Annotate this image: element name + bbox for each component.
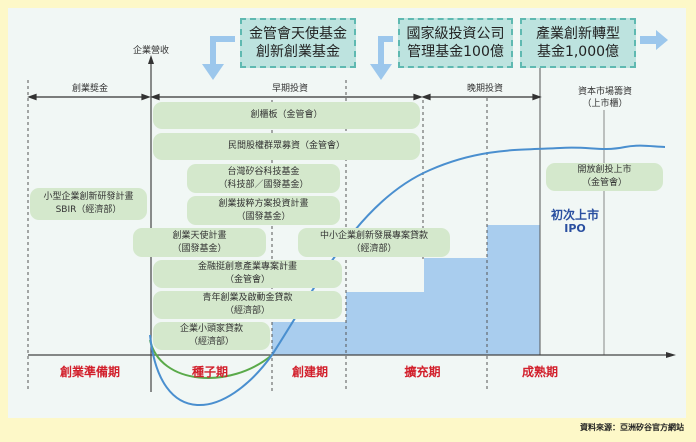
program-box: 開放創投上市（金管會） (546, 163, 663, 191)
program-box: 台灣矽谷科技基金（科技部／國發基金） (187, 164, 340, 193)
phase-prep: 創業準備期 (59, 365, 120, 379)
source-note: 資料來源：亞洲矽谷官方網站 (580, 423, 684, 432)
revenue-curve (149, 144, 666, 406)
fund-box-angel: 金管會天使基金創新創業基金 (240, 18, 356, 68)
y-axis-arrow (148, 55, 154, 64)
arrow-down-icon (202, 36, 235, 80)
program-box: 金融挺創意產業專案計畫（金管會） (153, 260, 342, 288)
arrow-down-icon (370, 36, 393, 80)
phase-mature: 成熟期 (521, 365, 558, 379)
growth-steps (272, 225, 540, 355)
program-box: 企業小頭家貸款（經濟部） (153, 322, 270, 350)
stage-early: 早期投資 (271, 84, 308, 94)
arrow-right-icon (640, 30, 668, 50)
program-box: 創業天使計畫（國發基金） (133, 228, 266, 257)
stage-capital: 資本市場籌資（上市櫃） (545, 86, 665, 110)
stage-award: 創業獎金 (71, 84, 108, 94)
phase-expansion: 擴充期 (404, 365, 441, 379)
phase-seed: 種子期 (191, 365, 228, 379)
y-axis-label: 企業營收 (132, 46, 169, 56)
fund-box-national: 國家級投資公司管理基金100億 (398, 18, 513, 68)
program-box: 青年創業及啟動金貸款（經濟部） (153, 291, 342, 319)
phase-startup: 創建期 (291, 365, 328, 379)
stage-late: 晚期投資 (466, 84, 503, 94)
program-box: 民間股權群眾募資（金管會） (153, 133, 420, 160)
program-box: 創櫃板（金管會） (153, 102, 420, 129)
program-box: 中小企業創新發展專案貸款（經濟部） (298, 228, 450, 257)
green-curve (149, 339, 273, 379)
ipo-label: 初次上市 IPO (550, 208, 599, 235)
x-axis-arrow (666, 352, 676, 358)
fund-box-industry: 產業創新轉型基金1,000億 (520, 18, 636, 68)
program-box: 創業拔粹方案投資計畫（國發基金） (187, 196, 340, 225)
